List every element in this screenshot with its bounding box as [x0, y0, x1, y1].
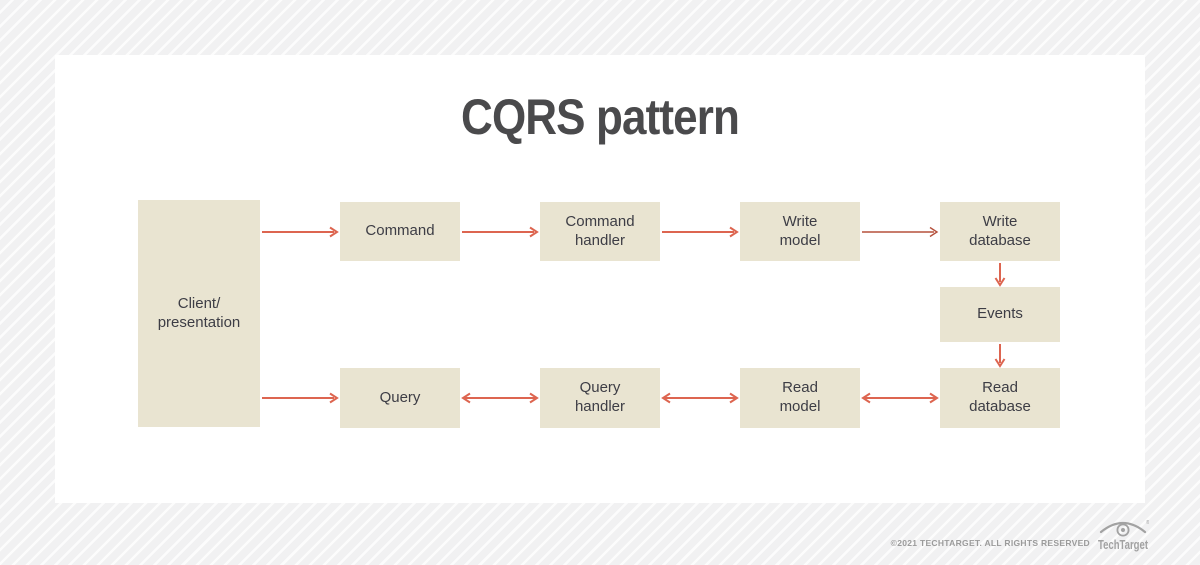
page-title: CQRS pattern: [461, 89, 740, 145]
node-label: Read database: [969, 379, 1031, 415]
node-read-database: Read database: [940, 368, 1060, 428]
brand-wordmark: TechTarget: [1098, 538, 1149, 552]
node-label: Query: [379, 388, 421, 406]
node-write-database: Write database: [940, 202, 1060, 261]
node-label: Client/ presentation: [157, 294, 241, 331]
node-label: Query handler: [574, 379, 626, 415]
node-label: Events: [977, 305, 1023, 323]
node-label: Read model: [779, 379, 821, 415]
node-label: Command handler: [565, 212, 635, 249]
svg-text:®: ®: [1146, 519, 1149, 526]
node-write-model: Write model: [740, 202, 860, 261]
node-command-handler: Command handler: [540, 202, 660, 261]
copyright-text: ©2021 TECHTARGET. ALL RIGHTS RESERVED: [890, 538, 1090, 548]
techtarget-logo: ® TechTarget: [1098, 519, 1149, 552]
node-client-presentation: Client/ presentation: [138, 200, 260, 427]
node-label: Command: [365, 222, 435, 240]
node-label: Write database: [969, 212, 1031, 249]
node-query-handler: Query handler: [540, 368, 660, 428]
node-read-model: Read model: [740, 368, 860, 428]
node-label: Write model: [779, 212, 821, 249]
node-events: Events: [940, 287, 1060, 342]
node-command: Command: [340, 202, 460, 261]
node-query: Query: [340, 368, 460, 428]
eye-target-icon: ®: [1099, 519, 1149, 537]
